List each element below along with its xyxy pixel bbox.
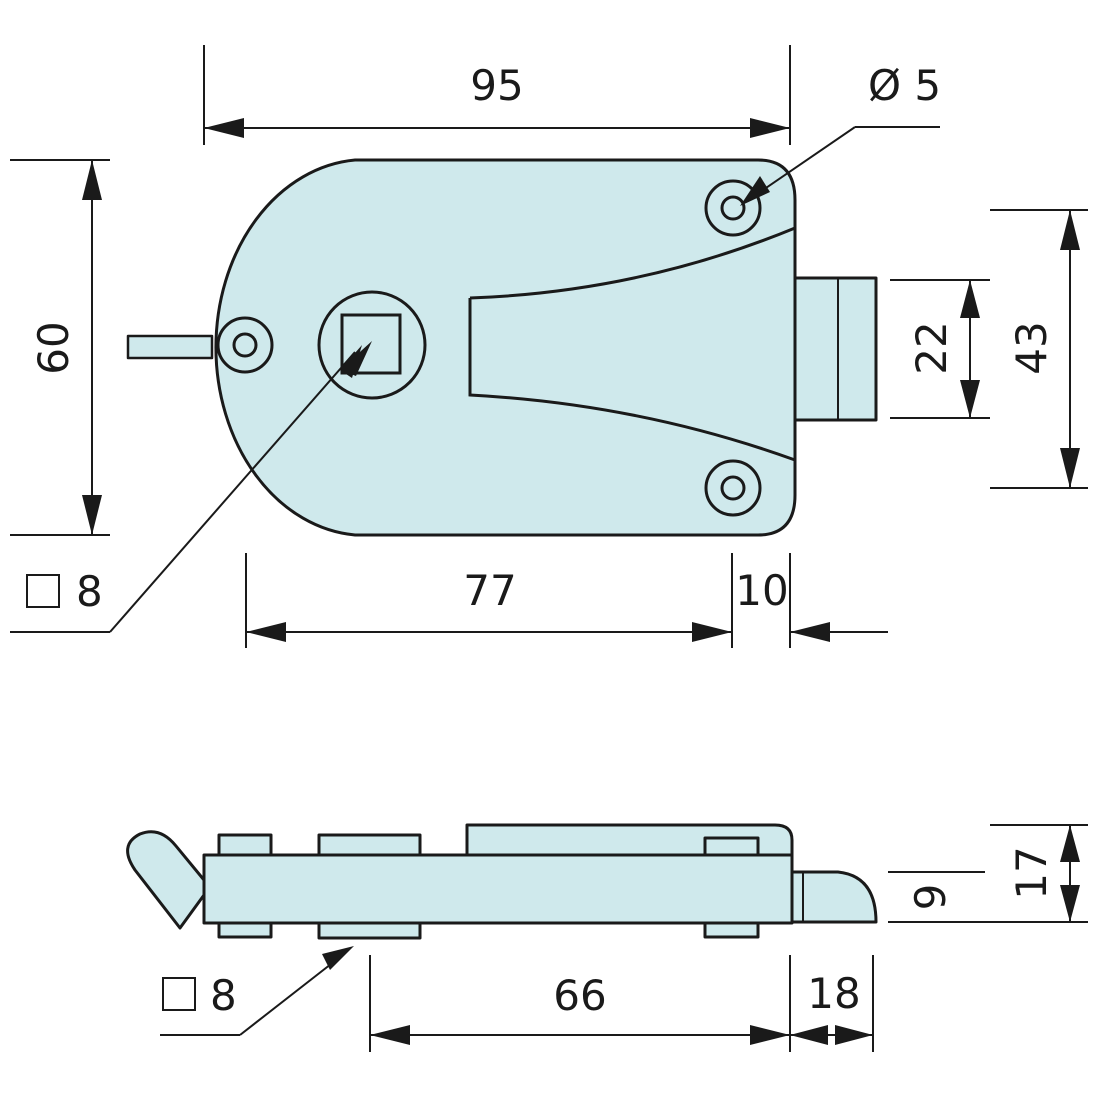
dim-label-square-8: 8 [76,567,103,616]
dim-label-43: 43 [1007,321,1056,374]
arrowhead [1060,448,1080,488]
mount-hole-top-outer [704,179,762,237]
dimension-77: 77 [245,553,733,648]
mount-hole-bottom-inner [720,475,746,501]
body-recess [468,226,796,462]
arrowhead [82,160,102,200]
dim-label-square-8-side: 8 [210,971,237,1020]
bottom-block-left [217,921,273,939]
top-block-right [703,836,760,857]
mount-hole-bottom-outer [704,459,762,517]
dim-label-9: 9 [906,884,955,911]
arrowhead [692,622,732,642]
side-body [202,853,794,925]
dimension-17: 17 [990,824,1088,922]
arrowhead [82,495,102,535]
dim-label-17: 17 [1007,846,1056,899]
dim-label-60: 60 [29,321,78,374]
dimension-66: 66 [369,955,791,1052]
dimension-95: 95 [203,45,791,145]
dimension-9: 9 [888,871,1088,923]
dim-label-95: 95 [470,61,523,110]
dim-label-diameter: Ø 5 [868,61,941,110]
arrowhead [835,1025,873,1045]
square-symbol-icon [162,977,196,1011]
arrowhead [740,176,770,206]
dimension-22: 22 [890,279,990,419]
arrowhead [246,622,286,642]
dimension-square-8-side: 8 [160,946,354,1036]
arrowhead [960,280,980,318]
bottom-block-right [703,921,760,939]
top-view [126,158,878,537]
dimension-43: 43 [990,209,1088,489]
square-spindle-hole [340,313,402,375]
arrowhead [370,1025,410,1045]
handle-lever [126,830,206,930]
bottom-block-middle [317,921,422,940]
arrowhead [1060,825,1080,862]
lock-body [214,158,797,537]
dim-label-77: 77 [463,566,516,615]
dimension-10: 10 [735,553,888,648]
arrowhead [322,946,354,970]
mount-hole-top-inner [720,195,746,221]
arrowhead [340,341,372,376]
dim-label-22: 22 [907,321,956,374]
dimension-60: 60 [10,159,110,536]
arrowhead [750,1025,790,1045]
dim-label-66: 66 [553,971,606,1020]
side-bolt [788,870,878,924]
arrowhead [750,118,790,138]
spindle-pin [126,334,214,360]
arrowhead [960,380,980,418]
arrowhead [1060,885,1080,922]
mount-hole-left-outer [216,316,274,374]
dimension-square-8-top: 8 [10,341,372,633]
dimension-diameter-5: Ø 5 [740,61,941,206]
square-symbol-icon [26,574,60,608]
mount-hole-left-inner [232,332,258,358]
dim-label-18: 18 [807,969,860,1018]
side-view [126,823,878,940]
dim-label-10: 10 [735,566,788,615]
bolt-tongue [788,276,878,422]
arrowhead [790,622,830,642]
dimension-18: 18 [790,955,874,1052]
arrowhead [790,1025,828,1045]
arrowhead [1060,210,1080,250]
arrowhead [204,118,244,138]
spindle-boss [317,290,427,400]
